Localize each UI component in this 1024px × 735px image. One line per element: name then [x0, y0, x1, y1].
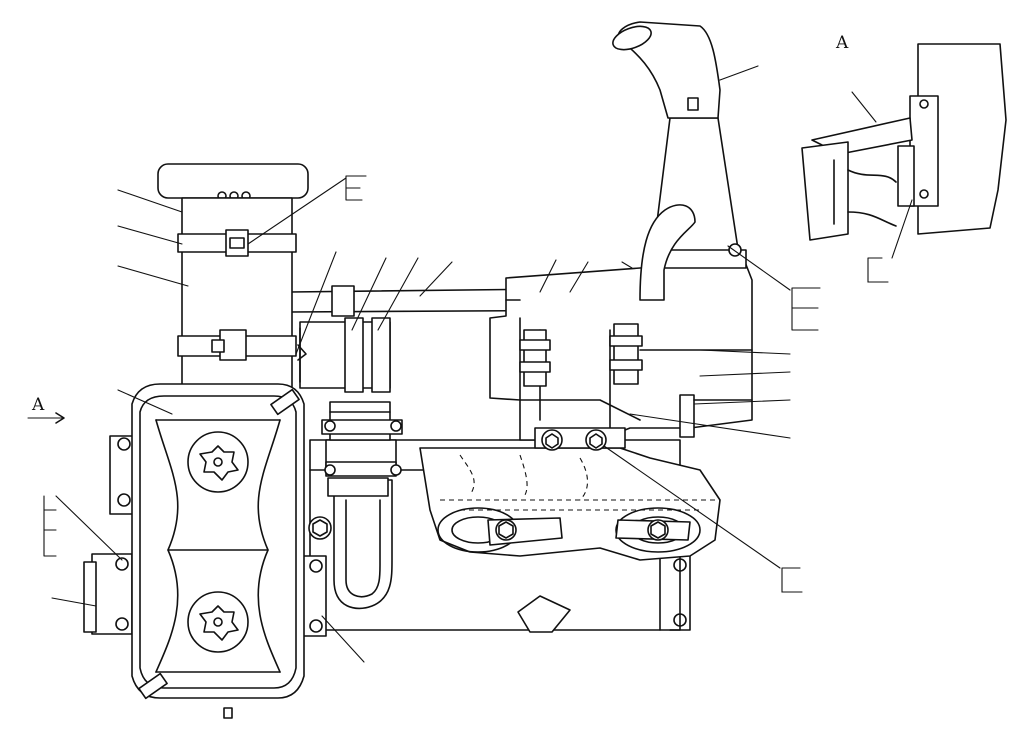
part-number-balloons	[43, 175, 889, 593]
block-nut	[308, 516, 332, 540]
turbo-mount-studs	[519, 323, 643, 387]
exhaust-manifold	[419, 447, 721, 561]
breather-tube	[639, 204, 696, 301]
intake-elbow	[612, 21, 721, 119]
wing-nut-lower	[187, 591, 249, 653]
pre-cleaner-bowl	[131, 383, 305, 699]
inset-view-a	[801, 43, 1007, 259]
view-marker-main: A	[31, 395, 45, 415]
manifold-clamp-right	[615, 519, 691, 541]
oil-filler-diamond	[517, 595, 571, 633]
manifold-clamp-left	[487, 517, 563, 546]
bowl-latch-bottom	[138, 672, 233, 719]
lower-intake-hose	[321, 401, 403, 610]
bowl-latch-top	[270, 388, 300, 416]
bowl-mount-bracket	[83, 435, 327, 637]
view-marker-inset: A	[835, 33, 849, 53]
connecting-hose	[297, 317, 391, 393]
air-cleaner-body	[181, 197, 293, 399]
turbo-base-nuts	[534, 427, 626, 451]
view-arrow	[27, 412, 65, 424]
upper-clamp	[177, 229, 297, 257]
wing-nut-upper	[187, 431, 249, 493]
leader-lines	[51, 65, 791, 663]
lower-clamp	[177, 329, 297, 361]
